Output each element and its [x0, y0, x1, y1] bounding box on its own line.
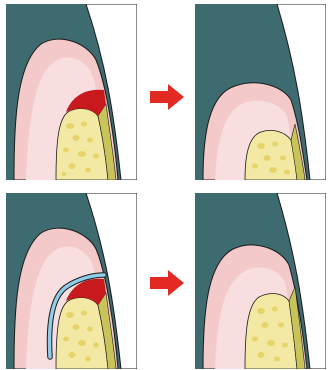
alveolar-bone: [245, 294, 297, 369]
panel-top-left-before: [6, 4, 137, 180]
panel-bottom-left-membrane: [6, 193, 137, 369]
right-arrow-icon: [150, 84, 184, 110]
panel-bottom-right-after: [195, 193, 326, 369]
panel-top-right-after: [195, 4, 326, 180]
right-arrow-icon: [150, 270, 184, 296]
